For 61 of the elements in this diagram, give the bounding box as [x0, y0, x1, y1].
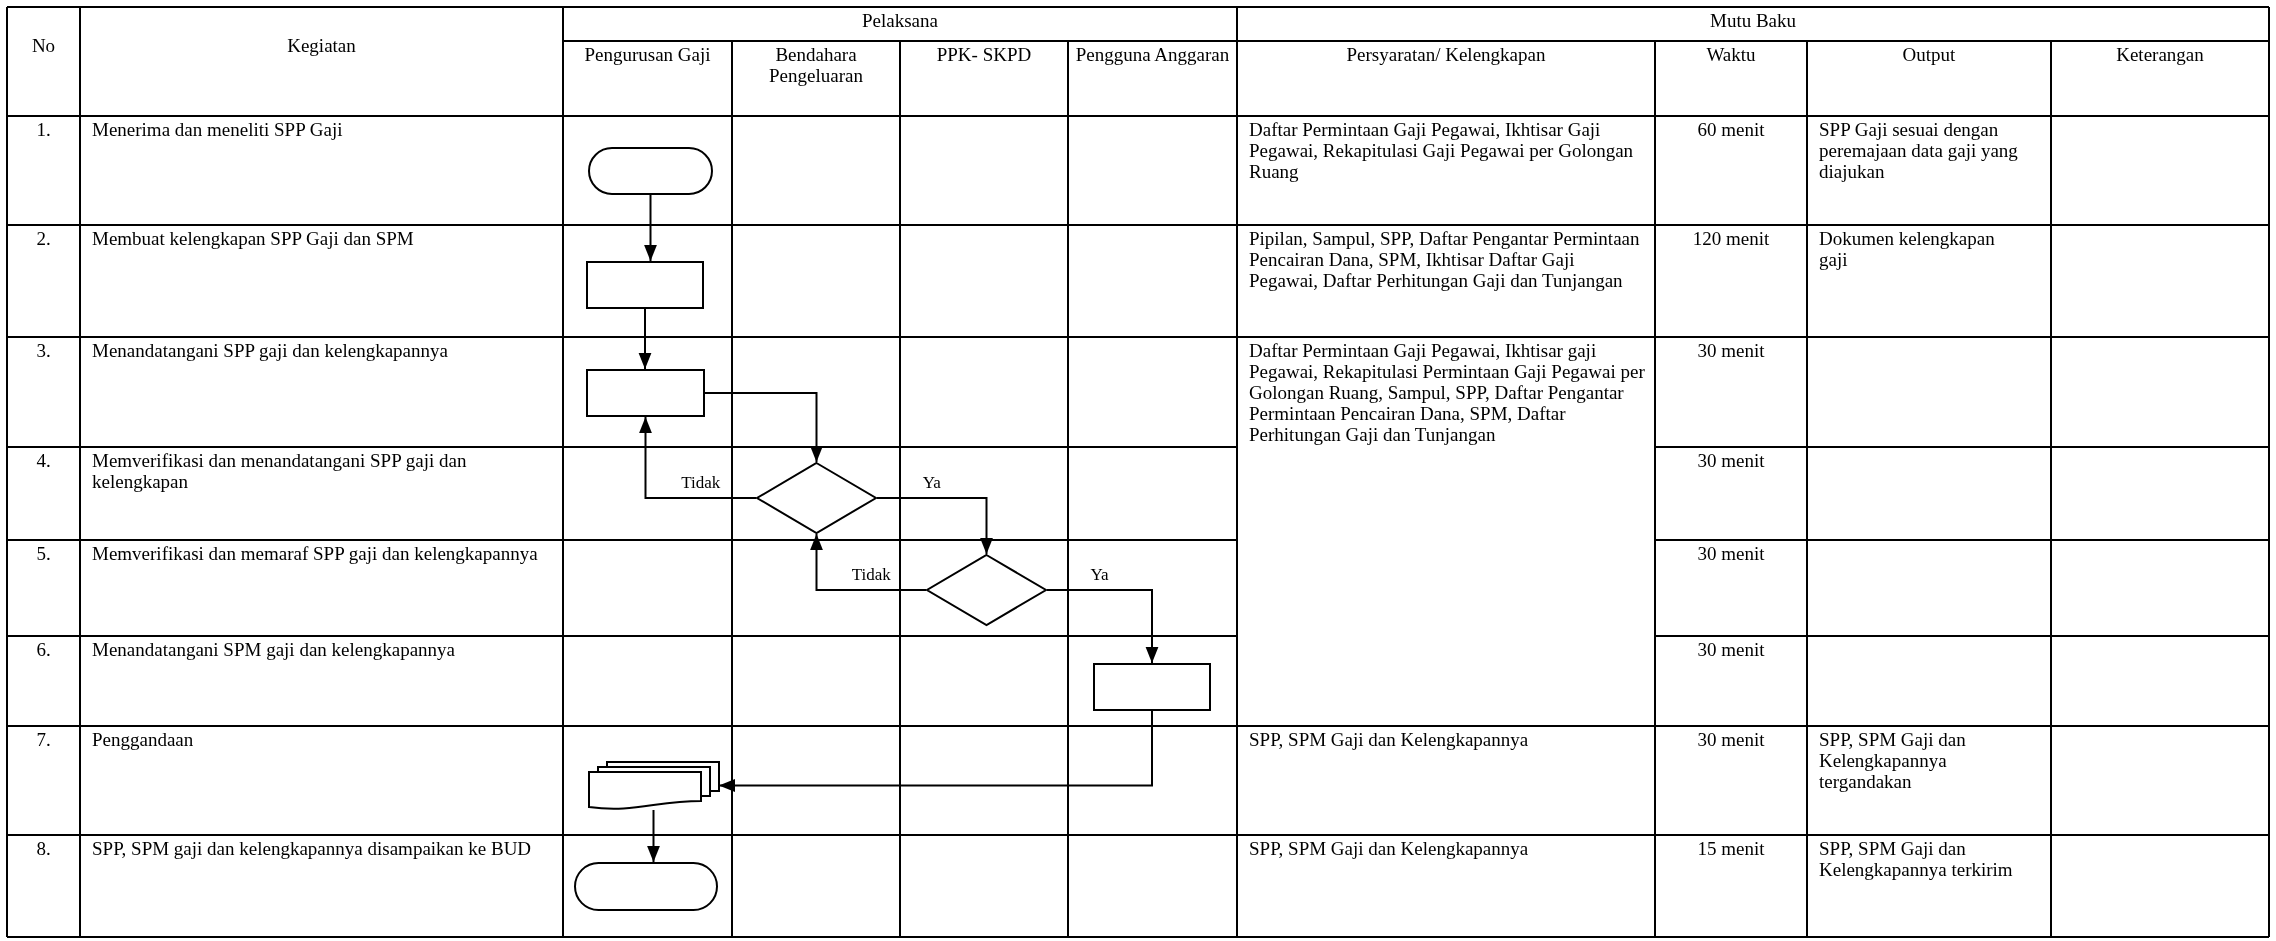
terminator-shape — [588, 147, 713, 195]
column-header: Bendahara Pengeluaran — [768, 44, 864, 86]
column-header: Keterangan — [2116, 44, 2204, 65]
duration-text: 30 menit — [1697, 340, 1765, 361]
row-number: 3. — [36, 340, 51, 361]
column-header: Persyaratan/ Kelengkapan — [1346, 44, 1546, 65]
column-header: Waktu — [1706, 44, 1756, 65]
column-header: Output — [1902, 44, 1956, 65]
activity-text: Memverifikasi dan memaraf SPP gaji dan kelengkapannya — [92, 543, 538, 564]
row-number: 1. — [36, 119, 51, 140]
arrow — [644, 194, 657, 262]
activity-text: Memverifikasi dan menandatangani SPP gaji dan kelengkapan — [92, 450, 468, 492]
row-number: 2. — [36, 228, 51, 249]
requirement-text: Daftar Permintaan Gaji Pegawai, Ikhtisar gaji Pegawai, Rekapitulasi Permintaan Gaji Pegawai per Golongan Ruang, Sampul, SPP, Daftar Pengantar Permintaan Pencairan Dana, SPM, Daftar Perhitungan Gaji dan Tunjangan — [1249, 340, 1646, 445]
multi-document-shape — [588, 761, 719, 810]
column-header: Pelaksana — [862, 10, 938, 31]
requirement-text: SPP, SPM Gaji dan Kelengkapannya — [1249, 729, 1529, 750]
duration-text: 60 menit — [1697, 119, 1765, 140]
requirement-text: SPP, SPM Gaji dan Kelengkapannya — [1249, 838, 1529, 859]
activity-text: SPP, SPM gaji dan kelengkapannya disampaikan ke BUD — [92, 838, 532, 859]
decision-diamond — [756, 462, 877, 534]
column-header: Kegiatan — [287, 35, 356, 56]
column-header: No — [31, 35, 56, 56]
arrow — [639, 416, 757, 499]
output-text: Dokumen kelengkapan gaji — [1819, 228, 1996, 270]
row-number: 7. — [36, 729, 51, 750]
activity-text: Penggandaan — [92, 729, 194, 750]
output-text: SPP, SPM Gaji dan Kelengkapannya terkirim — [1819, 838, 2014, 880]
output-text: SPP Gaji sesuai dengan peremajaan data gaji yang diajukan — [1819, 119, 2019, 182]
process-box — [586, 261, 704, 309]
requirement-text: Pipilan, Sampul, SPP, Daftar Pengantar Permintaan Pencairan Dana, SPM, Ikhtisar Daftar Gaji Pegawai, Daftar Perhitungan Gaji dan Tunjangan — [1249, 228, 1641, 291]
activity-text: Menandatangani SPM gaji dan kelengkapannya — [92, 639, 455, 660]
duration-text: 15 menit — [1697, 838, 1765, 859]
decision-diamond — [926, 554, 1047, 626]
duration-text: 30 menit — [1697, 639, 1765, 660]
duration-text: 30 menit — [1697, 543, 1765, 564]
row-number: 6. — [36, 639, 51, 660]
column-header: Pengurusan Gaji — [584, 44, 711, 65]
arrow — [704, 392, 823, 463]
arrow — [647, 809, 660, 863]
activity-text: Membuat kelengkapan SPP Gaji dan SPM — [92, 228, 414, 249]
output-text: SPP, SPM Gaji dan Kelengkapannya tergandakan — [1819, 729, 1967, 792]
arrow — [1046, 589, 1159, 664]
duration-text: 30 menit — [1697, 450, 1765, 471]
activity-text: Menerima dan meneliti SPP Gaji — [92, 119, 343, 140]
process-box — [1093, 663, 1211, 711]
row-number: 4. — [36, 450, 51, 471]
arrow — [810, 533, 927, 591]
column-header: Mutu Baku — [1710, 10, 1796, 31]
activity-text: Menandatangani SPP gaji dan kelengkapannya — [92, 340, 448, 361]
column-header: Pengguna Anggaran — [1075, 44, 1230, 65]
duration-text: 120 menit — [1692, 228, 1770, 249]
arrow — [638, 308, 652, 370]
row-number: 8. — [36, 838, 51, 859]
requirement-text: Daftar Permintaan Gaji Pegawai, Ikhtisar Gaji Pegawai, Rekapitulasi Gaji Pegawai per Golongan Ruang — [1249, 119, 1635, 182]
duration-text: 30 menit — [1697, 729, 1765, 750]
terminator-shape — [574, 862, 718, 911]
column-header: PPK- SKPD — [936, 44, 1032, 65]
arrow — [876, 497, 993, 555]
process-box — [586, 369, 705, 417]
row-number: 5. — [36, 543, 51, 564]
